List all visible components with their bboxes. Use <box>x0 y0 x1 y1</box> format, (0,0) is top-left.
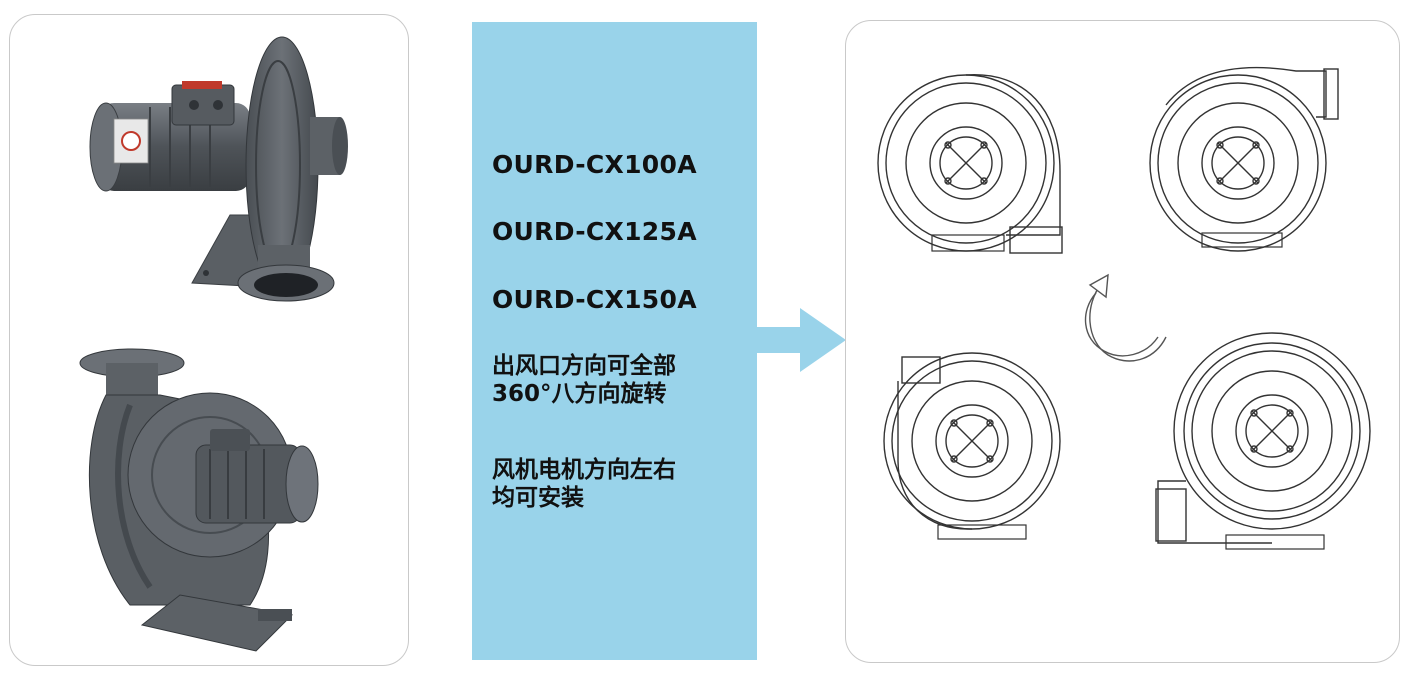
model-name: OURD-CX100A <box>492 150 697 179</box>
orientation-drawing-outlet-right <box>1149 66 1339 252</box>
motor-direction-note-line: 风机电机方向左右 <box>492 457 676 483</box>
blower-photo-front-view <box>79 348 319 652</box>
outlet-rotation-note-line: 出风口方向可全部 <box>492 353 676 379</box>
orientation-drawing-outlet-up <box>883 352 1061 540</box>
motor-direction-note-line: 均可安装 <box>492 485 584 511</box>
orientation-drawing-outlet-left <box>1155 332 1371 550</box>
orientation-diagram-panel <box>845 20 1400 663</box>
motor-direction-note: 风机电机方向左右 均可安装 <box>492 456 676 512</box>
blower-photo-side-view <box>89 36 348 302</box>
right-arrow-icon <box>750 308 846 372</box>
model-name: OURD-CX150A <box>492 285 697 314</box>
model-name: OURD-CX125A <box>492 217 697 246</box>
orientation-drawings <box>877 66 1371 550</box>
outlet-rotation-note: 出风口方向可全部 360°八方向旋转 <box>492 352 676 408</box>
orientation-drawing-outlet-down <box>877 74 1063 254</box>
product-photo-panel <box>9 14 409 666</box>
rotation-arrow-icon <box>1084 273 1167 362</box>
spec-box: OURD-CX100A OURD-CX125A OURD-CX150A 出风口方… <box>472 22 757 660</box>
outlet-rotation-note-line: 360°八方向旋转 <box>492 381 667 407</box>
